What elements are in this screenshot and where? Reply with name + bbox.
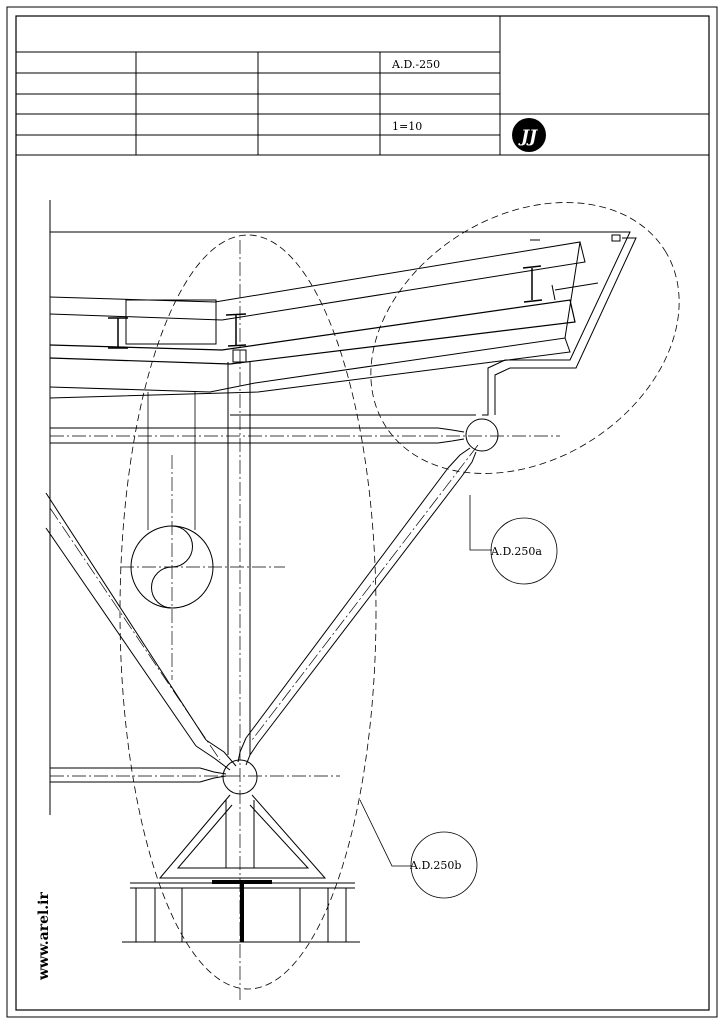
callout-a [469, 495, 558, 585]
title-block [16, 16, 709, 156]
detail-ellipses [119, 202, 680, 990]
logo-icon: JJ [512, 118, 546, 152]
callout-a-label: A.D.250a [490, 545, 542, 558]
roof-beams [49, 241, 599, 399]
drawing-number: A.D.-250 [391, 58, 440, 71]
eave-gutter [482, 231, 637, 416]
inner-border [15, 15, 710, 1011]
support-frame [158, 794, 327, 879]
upper-node [465, 418, 499, 452]
structural-detail-drawing [45, 200, 637, 943]
main-column [227, 349, 476, 755]
callout-b [359, 799, 478, 899]
logo-text: JJ [518, 127, 538, 147]
scale-label: 1=10 [392, 120, 422, 133]
i-beam-base-icon [212, 880, 272, 942]
diagonal-struts [45, 447, 477, 771]
i-beam-sections [108, 265, 543, 349]
callout-b-label: A.D.250b [409, 859, 461, 872]
center-lines [49, 240, 560, 1000]
horizontal-tubes [50, 427, 465, 783]
detail-a-ellipse [370, 202, 680, 474]
detail-b-ellipse [119, 234, 377, 990]
watermark-text: www.arel.ir [36, 892, 52, 981]
outer-border [6, 6, 718, 1018]
